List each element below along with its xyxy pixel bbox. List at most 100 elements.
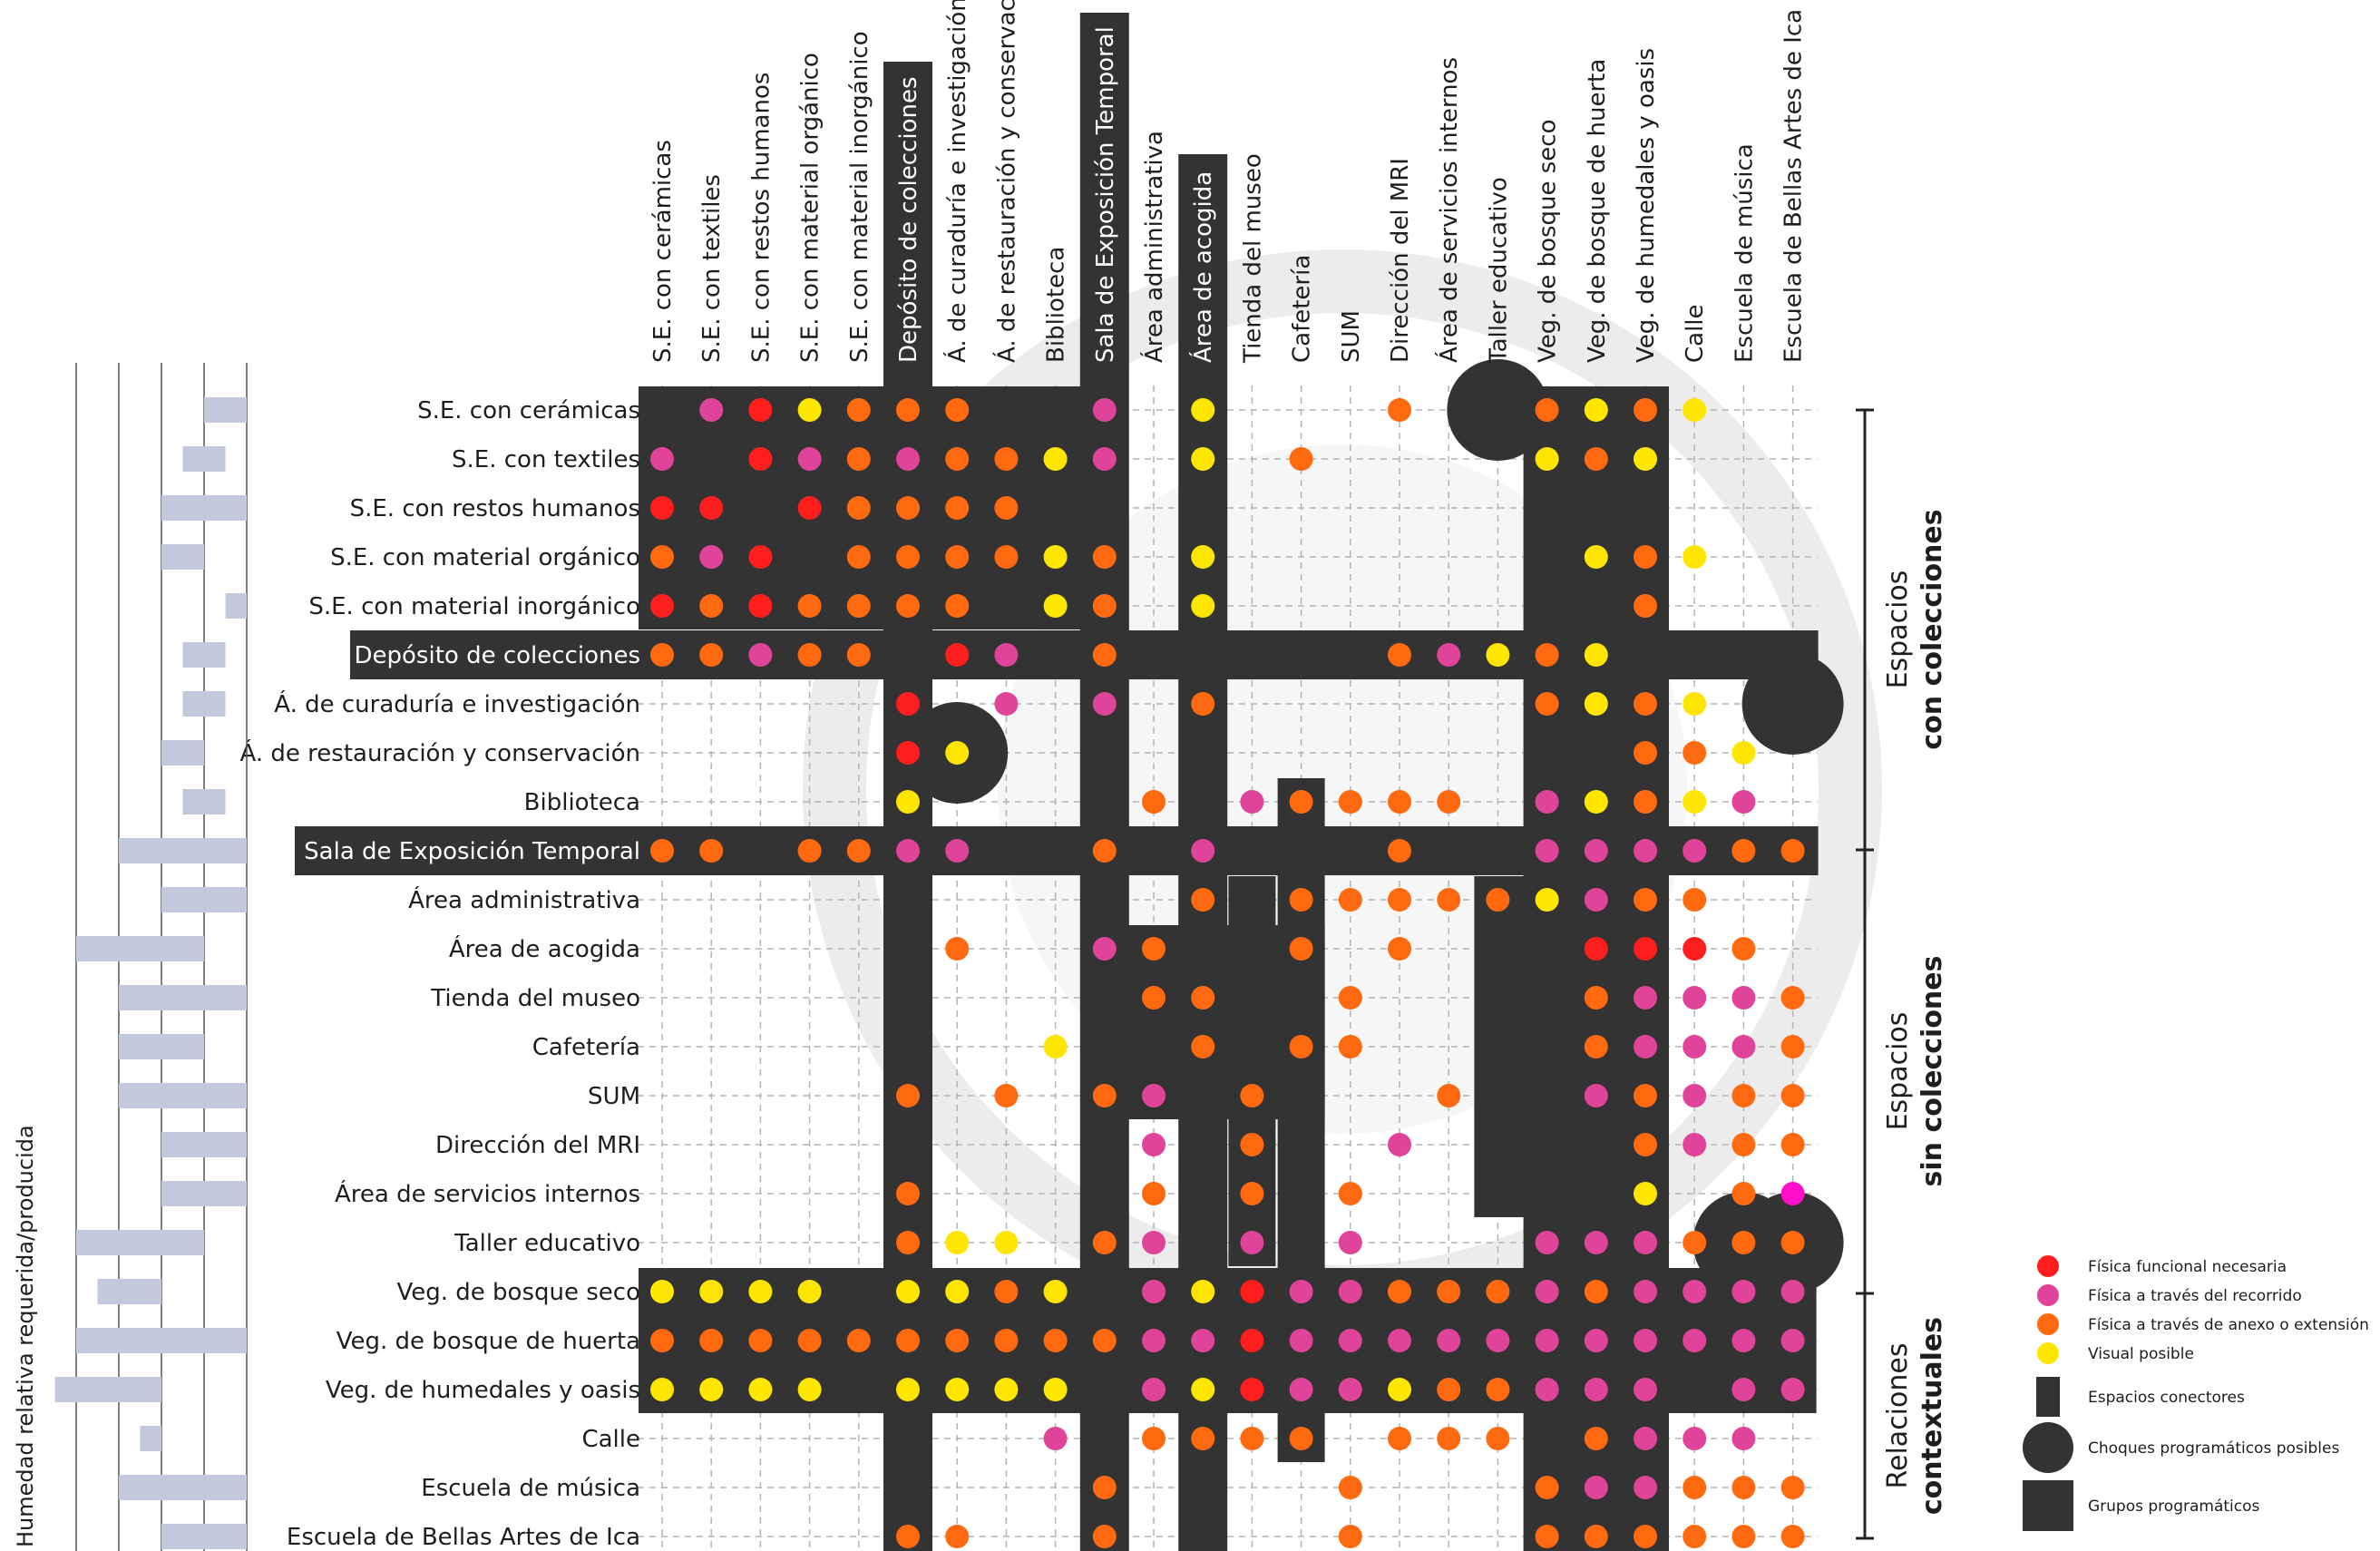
relation-dot: [1535, 1280, 1559, 1303]
relation-dot: [1634, 1525, 1657, 1548]
relation-dot: [1584, 398, 1608, 422]
relation-dot: [1683, 545, 1707, 569]
column-label: Á. de restauración y conservación: [991, 0, 1020, 363]
row-label: Escuela de Bellas Artes de Ica: [287, 1524, 640, 1551]
relation-dot: [1289, 1427, 1313, 1450]
relation-dot: [1338, 888, 1362, 912]
relation-dot: [1634, 839, 1657, 863]
legend-dot-icon: [2037, 1342, 2059, 1364]
relation-dot: [1240, 1133, 1264, 1156]
side-layer: Humedad relativa requerida/producidaEspa…: [13, 363, 1948, 1551]
relation-dot: [1731, 1378, 1756, 1401]
relation-dot: [1338, 1280, 1362, 1303]
relation-dot: [1634, 692, 1657, 716]
relation-dot: [1683, 986, 1707, 1010]
relation-dot: [699, 496, 724, 520]
relation-dot: [945, 741, 970, 765]
relation-dot: [1338, 1035, 1362, 1058]
relation-dot: [1634, 741, 1657, 765]
relation-dot: [1191, 986, 1215, 1010]
relation-dot: [1780, 1231, 1805, 1254]
relation-dot: [1043, 447, 1068, 471]
relation-dot: [1092, 1084, 1117, 1107]
relation-dot: [699, 398, 724, 422]
relation-dot: [1092, 839, 1117, 863]
relation-dot: [748, 594, 773, 618]
legend-circle-icon: [2023, 1422, 2073, 1473]
relation-dot: [1683, 1133, 1707, 1156]
legend-label: Grupos programáticos: [2088, 1497, 2260, 1516]
relation-dot: [1731, 1035, 1756, 1058]
relation-dot: [699, 545, 724, 569]
relation-dot: [1142, 790, 1166, 814]
relation-dot: [896, 1084, 920, 1107]
relation-dot: [945, 643, 970, 667]
relation-dot: [1634, 398, 1657, 422]
row-label: Á. de restauración y conservación: [240, 738, 640, 767]
relation-dot: [1338, 1329, 1362, 1352]
relation-dot: [1535, 1525, 1559, 1548]
relation-dot: [650, 839, 674, 863]
row-label: Veg. de bosque seco: [396, 1279, 640, 1306]
relation-dot: [1683, 1427, 1707, 1450]
relation-dot: [748, 545, 773, 569]
column-label: Tienda del museo: [1239, 153, 1266, 364]
column-label: Escuela de Bellas Artes de Ica: [1780, 9, 1808, 363]
relation-dot: [650, 545, 674, 569]
relation-dot: [1584, 692, 1608, 716]
relation-dot: [896, 1329, 920, 1352]
relation-dot: [1191, 1427, 1215, 1450]
relation-dot: [1780, 1378, 1805, 1401]
relation-dot: [797, 839, 822, 863]
relation-dot: [1092, 692, 1117, 716]
relation-dot: [748, 447, 773, 471]
relation-dot: [1092, 1476, 1117, 1499]
relation-dot: [1092, 1231, 1117, 1254]
column-label: Área administrativa: [1139, 131, 1168, 363]
relation-dot: [1731, 1231, 1756, 1254]
relation-dot: [1437, 888, 1461, 912]
relation-dot: [1535, 447, 1559, 471]
relation-dot: [1289, 888, 1313, 912]
column-label: S.E. con restos humanos: [747, 73, 775, 363]
relation-dot: [748, 398, 773, 422]
relation-dot: [1338, 1378, 1362, 1401]
relation-dot: [1780, 1329, 1805, 1352]
humidity-range-bar: [182, 789, 226, 815]
relation-dots-layer: [650, 398, 1805, 1548]
relation-dot: [1092, 643, 1117, 667]
relation-dot: [1584, 888, 1608, 912]
connector-bar-column: [1079, 13, 1129, 1551]
row-label: S.E. con restos humanos: [350, 495, 640, 522]
relation-dot: [846, 643, 871, 667]
relation-dot: [1584, 545, 1608, 569]
relation-dot: [1535, 790, 1559, 814]
humidity-range-bar: [161, 1181, 247, 1206]
relation-dot: [748, 1378, 773, 1401]
humidity-range-bar: [161, 495, 247, 521]
relation-dot: [1191, 398, 1215, 422]
relation-dot: [1584, 1231, 1608, 1254]
relation-dot: [1437, 1427, 1461, 1450]
legend-connector-icon: [2036, 1377, 2060, 1417]
relation-dot: [1289, 1329, 1313, 1352]
relation-dot: [896, 839, 920, 863]
humidity-range-bar: [161, 740, 204, 766]
relation-dot: [1535, 1231, 1559, 1254]
relation-dot: [1142, 1329, 1166, 1352]
humidity-range-bar: [204, 397, 247, 423]
relation-dot: [945, 1231, 970, 1254]
relation-dot: [1388, 839, 1411, 863]
relation-dot: [945, 1378, 970, 1401]
relation-dot: [1634, 594, 1657, 618]
relation-dot: [846, 594, 871, 618]
relation-dot: [797, 447, 822, 471]
relation-dot: [1043, 1280, 1068, 1303]
humidity-range-bar: [140, 1426, 161, 1451]
group-label-line2: contextuales: [1917, 1317, 1948, 1515]
relation-dot: [1634, 1133, 1657, 1156]
relation-dot: [797, 1329, 822, 1352]
relation-dot: [748, 643, 773, 667]
relation-dot: [1437, 1280, 1461, 1303]
relation-dot: [797, 1378, 822, 1401]
